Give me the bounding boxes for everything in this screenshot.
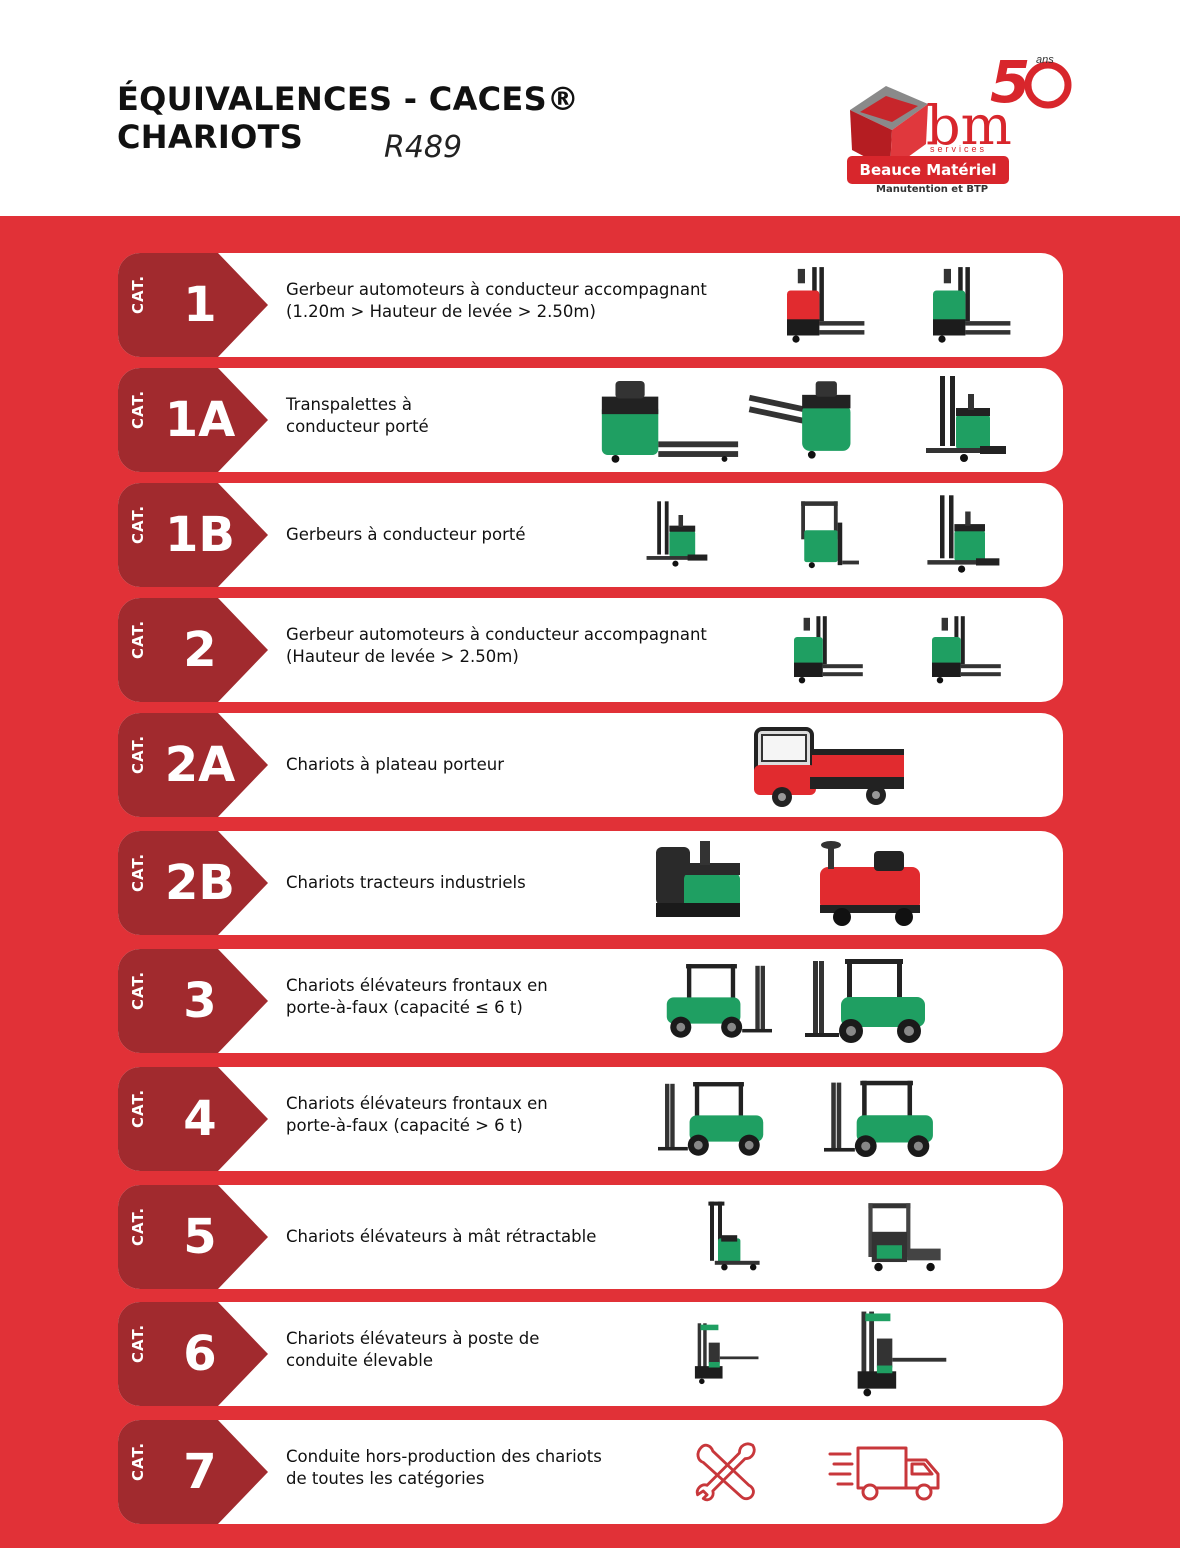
category-number: 3 (183, 973, 217, 1029)
category-row-1: CAT. 1 Gerbeur automoteurs à conducteur … (118, 253, 1063, 357)
category-description: Gerbeur automoteurs à conducteur accompa… (286, 280, 707, 321)
page-subtitle: R489 (384, 130, 463, 165)
category-prefix: CAT. (129, 1088, 147, 1128)
category-prefix: CAT. (129, 1441, 147, 1481)
category-description: Chariots à plateau porteur (286, 755, 505, 774)
tow-tractor-green-image (648, 837, 748, 927)
cab-stacker-image (786, 489, 862, 579)
tow-tractor-red-image (814, 837, 934, 927)
page-header: ÉQUIVALENCES - CACES® CHARIOTS R489 5 bm… (0, 0, 1180, 216)
forklift-heavy-2-image (824, 1073, 942, 1163)
forklift-heavy-image (658, 1073, 772, 1163)
category-prefix: CAT. (129, 852, 147, 892)
category-prefix: CAT. (129, 970, 147, 1010)
category-badge (118, 1302, 268, 1406)
category-row-2a: CAT. 2A Chariots à plateau porteur (118, 713, 1063, 817)
ride-stacker-image (642, 489, 718, 579)
category-description: Gerbeur automoteurs à conducteur accompa… (286, 625, 707, 666)
category-row-2b: CAT. 2B Chariots tracteurs industriels (118, 831, 1063, 935)
logo-company-name: Beauce Matériel (847, 156, 1009, 184)
forklift-compact-image (658, 955, 772, 1045)
delivery-truck-icon (828, 1438, 948, 1508)
category-badge (118, 253, 268, 357)
category-badge (118, 1185, 268, 1289)
category-description: Chariots élévateurs à mât rétractable (286, 1227, 597, 1246)
logo-services: services (930, 144, 988, 154)
category-badge (118, 598, 268, 702)
order-picker-2-image (848, 1308, 954, 1398)
pallet-truck-image (596, 374, 742, 464)
category-badge (118, 1067, 268, 1171)
category-number: 2B (165, 855, 235, 911)
category-number: 2 (183, 622, 217, 678)
page-title: ÉQUIVALENCES - CACES® CHARIOTS (117, 80, 580, 156)
company-logo: 5 bm (850, 48, 1072, 170)
category-badge (118, 1420, 268, 1524)
category-badge (118, 713, 268, 817)
reach-truck-image (686, 1191, 766, 1281)
category-number: 2A (164, 737, 236, 793)
stacker-red-image (778, 259, 868, 349)
category-prefix: CAT. (129, 1323, 147, 1363)
category-number: 1 (183, 277, 217, 333)
category-number: 7 (183, 1444, 217, 1500)
category-row-7: CAT. 7 Conduite hors-production des char… (118, 1420, 1063, 1524)
logo-tagline: Manutention et BTP (876, 184, 989, 195)
category-prefix: CAT. (129, 504, 147, 544)
platform-truck-image (750, 719, 910, 809)
category-badge (118, 483, 268, 587)
logo-ans: ans (1036, 54, 1054, 66)
wrench-icon (690, 1436, 766, 1506)
category-number: 1A (164, 392, 236, 448)
high-stacker-image (786, 604, 866, 694)
category-row-5: CAT. 5 Chariots élévateurs à mât rétract… (118, 1185, 1063, 1289)
high-stacker-2-image (924, 604, 1004, 694)
category-prefix: CAT. (129, 734, 147, 774)
category-number: 5 (183, 1209, 217, 1265)
reach-truck-cab-image (860, 1191, 944, 1281)
svg-text:5: 5 (990, 48, 1030, 116)
category-badge (118, 831, 268, 935)
pallet-truck-platform-image (912, 374, 1028, 464)
platform-stacker-image (922, 489, 1012, 579)
category-prefix: CAT. (129, 619, 147, 659)
category-prefix: CAT. (129, 274, 147, 314)
forklift-electric-image (800, 955, 940, 1045)
order-picker-image (688, 1308, 764, 1398)
category-prefix: CAT. (129, 389, 147, 429)
category-number: 6 (183, 1326, 217, 1382)
pallet-truck-side-image (748, 374, 864, 464)
category-badge (118, 949, 268, 1053)
category-badge (118, 368, 268, 472)
category-number: 4 (183, 1091, 217, 1147)
svg-text:bm: bm (926, 94, 1012, 157)
category-row-2: CAT. 2 Gerbeur automoteurs à conducteur … (118, 598, 1063, 702)
category-number: 1B (165, 507, 235, 563)
category-description: Chariots tracteurs industriels (286, 873, 526, 892)
category-row-1b: CAT. 1B Gerbeurs à conducteur porté (118, 483, 1063, 587)
stacker-green-image (924, 259, 1014, 349)
category-description: Gerbeurs à conducteur porté (286, 525, 526, 544)
category-prefix: CAT. (129, 1206, 147, 1246)
